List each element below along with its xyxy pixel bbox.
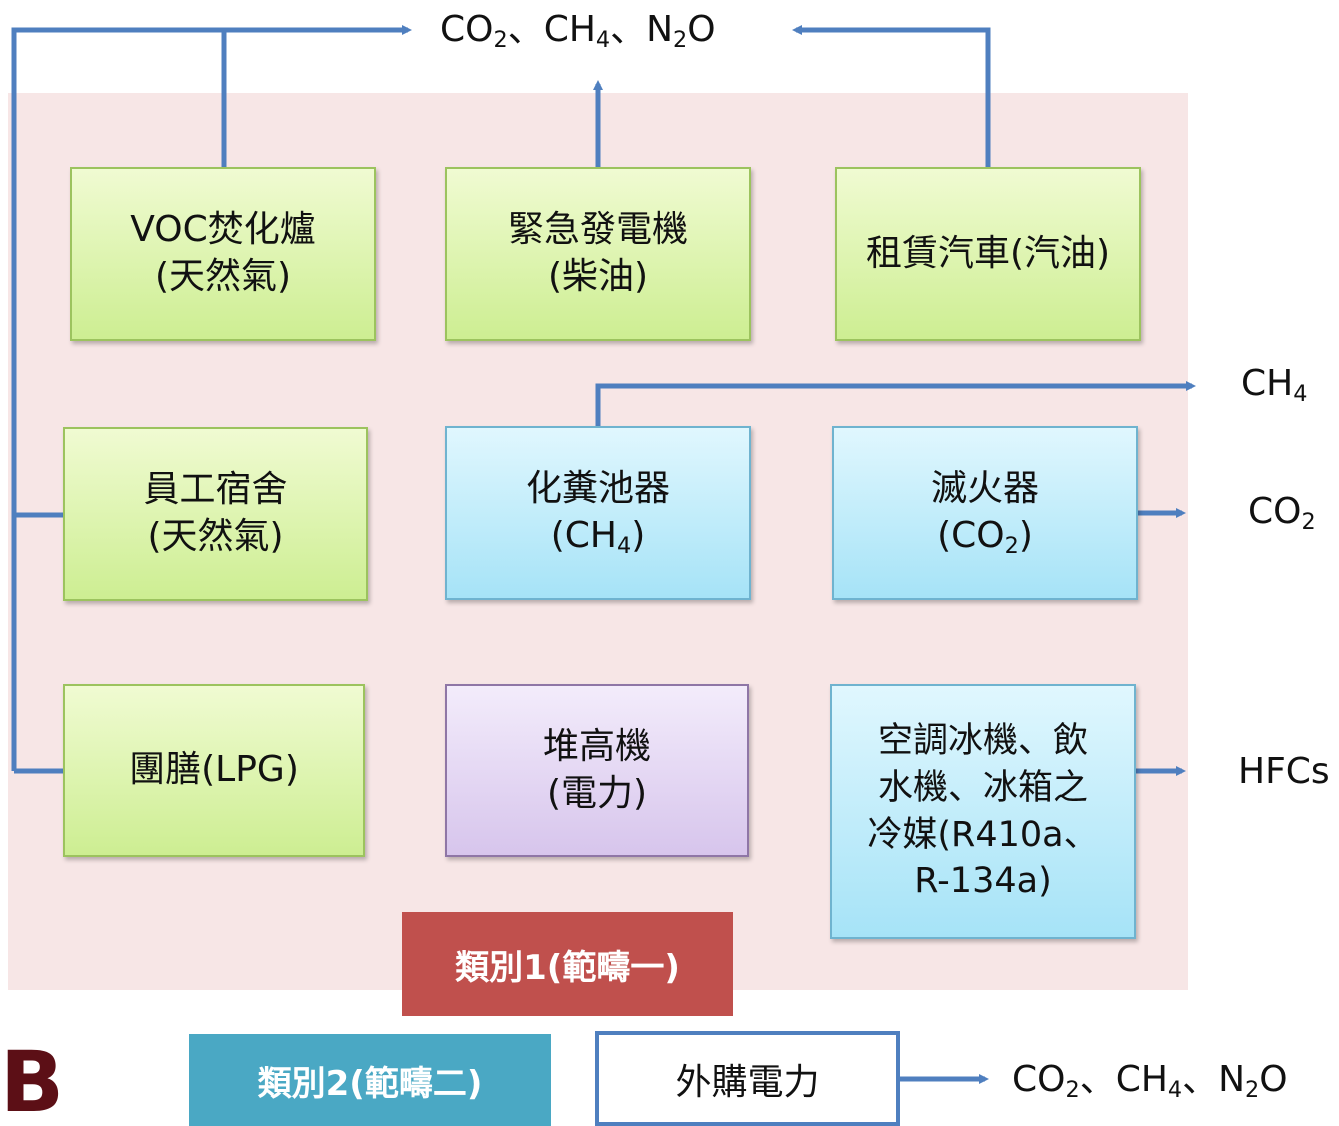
bottom-output-n: 、N [1182, 1059, 1246, 1100]
fire-extinguisher-box: 滅火器 (CO2) [832, 426, 1138, 600]
category1-badge: 類別1(範疇一) [402, 912, 733, 1016]
top-output-o: O [687, 9, 716, 50]
dormitory-line1: 員工宿舍 [143, 469, 288, 511]
forklift-line1: 堆高機 [542, 725, 651, 767]
canteen-line1: 團膳(LPG) [129, 749, 299, 791]
forklift-box: 堆高機 (電力) [445, 684, 749, 857]
hfcs-output-label: HFCs [1238, 751, 1330, 792]
forklift-line2: (電力) [546, 772, 648, 814]
dormitory-line2: (天然氣) [147, 516, 284, 557]
company-logo: B [0, 1040, 60, 1126]
top-output-n: 、N [610, 9, 674, 50]
refrigerant-line2: 水機、冰箱之 [877, 767, 1088, 808]
canteen-box: 團膳(LPG) [63, 684, 365, 857]
emergency-generator-box: 緊急發電機 (柴油) [445, 167, 751, 341]
generator-line2: (柴油) [547, 256, 649, 297]
bottom-output-o: O [1259, 1059, 1288, 1100]
generator-line1: 緊急發電機 [507, 209, 688, 251]
septic-connector [595, 381, 1196, 426]
septic-line1: 化糞池器 [525, 468, 670, 510]
extinguisher-line2-post: ) [1018, 515, 1033, 556]
septic-line2: (CH4) [551, 513, 646, 560]
co2-output-label: CO2 [1248, 491, 1316, 534]
septic-line2-pre: (CH [550, 515, 617, 556]
bottom-output-label: CO2、CH4、N2O [1012, 1059, 1288, 1102]
extinguisher-line2-pre: (CO [937, 515, 1005, 556]
co2-output-sub: 2 [1301, 509, 1316, 536]
top-output-co: CO [440, 9, 494, 50]
top-output-ch: 、CH [507, 9, 596, 50]
septic-tank-box: 化糞池器 (CH4) [445, 426, 751, 600]
bottom-output-ch: 、CH [1079, 1059, 1168, 1100]
bottom-output-sub2: 4 [1167, 1077, 1183, 1104]
extinguisher-line2-sub: 2 [1004, 533, 1019, 560]
refrigerant-line1: 空調冰機、飲 [877, 721, 1088, 762]
rental-car-connector [792, 25, 991, 167]
extinguisher-line1: 滅火器 [930, 468, 1039, 510]
purchased-power-box: 外購電力 [595, 1031, 900, 1126]
top-output-sub2: 4 [595, 27, 611, 54]
septic-line2-sub: 4 [617, 533, 632, 560]
ch4-output-pre: CH [1241, 363, 1294, 404]
bottom-output-co: CO [1012, 1059, 1066, 1100]
bottom-output-sub3: 2 [1245, 1077, 1260, 1104]
refrigerant-line3: 冷媒(R410a、 [867, 814, 1099, 855]
ch4-output-sub: 4 [1293, 381, 1308, 408]
refrigerant-line4: R-134a) [914, 861, 1052, 902]
bottom-output-sub1: 2 [1065, 1077, 1080, 1104]
top-output-sub3: 2 [673, 27, 688, 54]
ch4-output-label: CH4 [1241, 363, 1307, 406]
voc-line1: VOC焚化爐 [130, 209, 316, 251]
extinguisher-line2: (CO2) [937, 513, 1033, 560]
top-output-sub1: 2 [493, 27, 508, 54]
left-bus-line [11, 25, 412, 771]
top-output-label: CO2、CH4、N2O [440, 9, 716, 52]
refrigerant-box: 空調冰機、飲 水機、冰箱之 冷媒(R410a、 R-134a) [830, 684, 1136, 939]
staff-dormitory-box: 員工宿舍 (天然氣) [63, 427, 368, 601]
voc-line2: (天然氣) [154, 256, 292, 297]
rental-car-line1: 租賃汽車(汽油) [865, 232, 1111, 274]
rental-car-box: 租賃汽車(汽油) [835, 167, 1141, 341]
voc-incinerator-box: VOC焚化爐 (天然氣) [70, 167, 376, 341]
category2-badge: 類別2(範疇二) [189, 1034, 551, 1126]
septic-line2-post: ) [631, 515, 646, 556]
co2-output-pre: CO [1248, 491, 1302, 532]
